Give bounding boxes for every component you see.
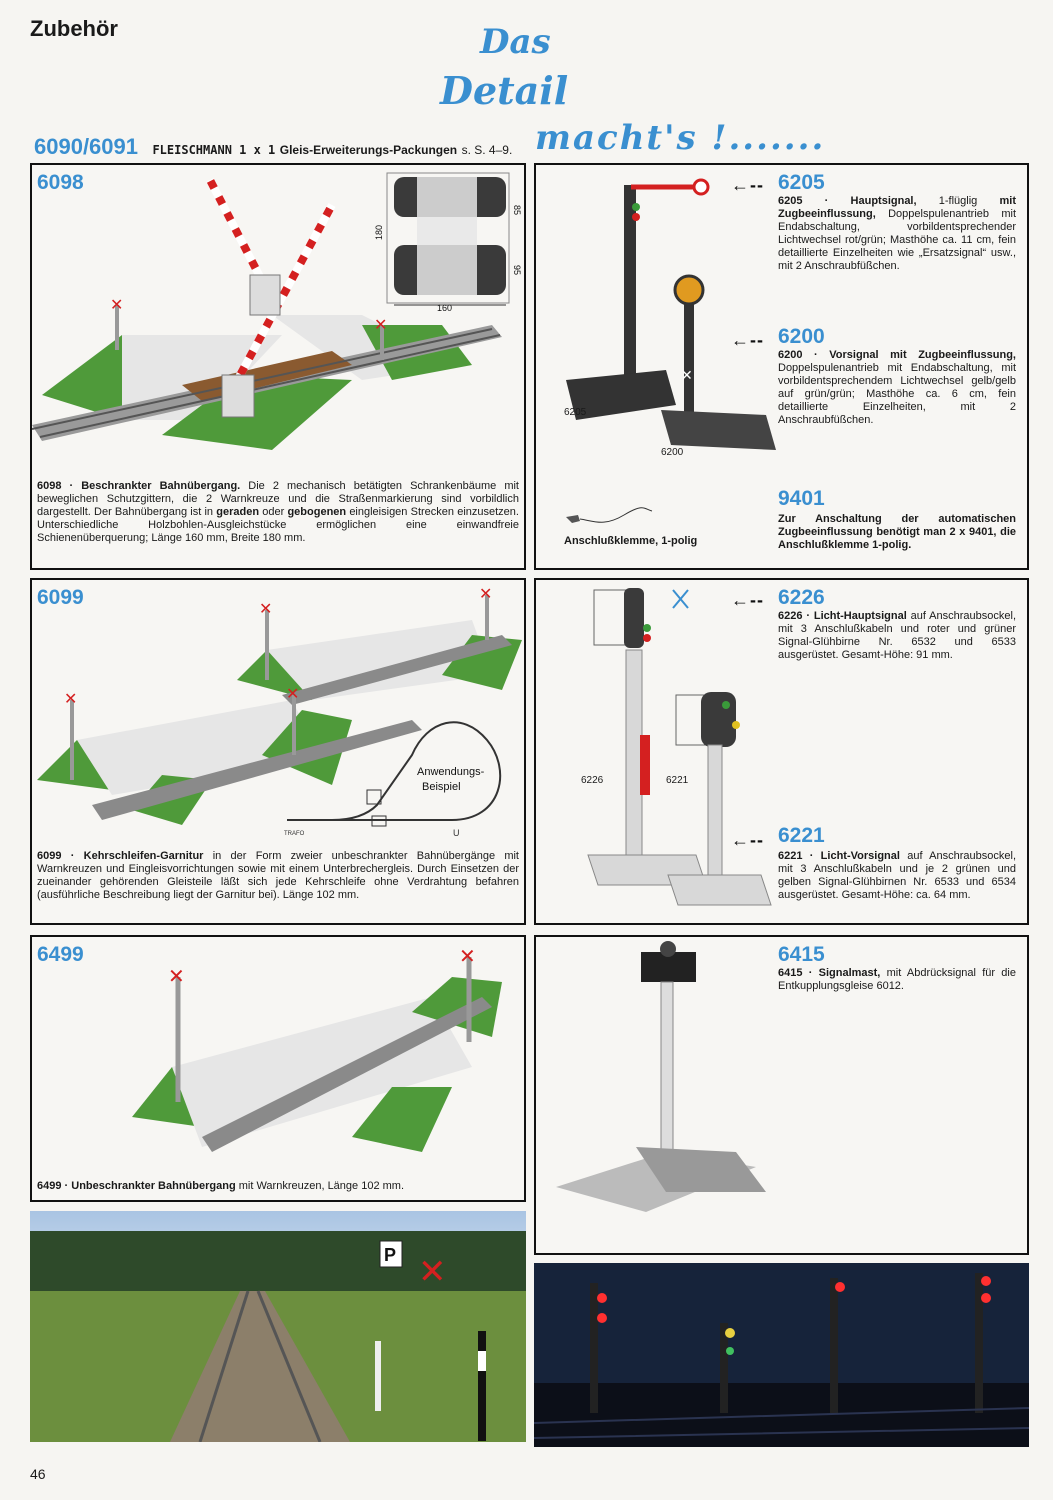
description-9401: Zur Anschaltung der automatischen Zugbee…: [778, 513, 1016, 551]
header-ref: s. S. 4–9.: [461, 143, 513, 157]
svg-text:✕: ✕: [459, 946, 476, 968]
product-box-6205: ✕ 6205 6200 ←-- 6205 6205 · Hauptsignal,…: [534, 163, 1029, 570]
svg-text:✕: ✕: [374, 317, 387, 334]
svg-text:✕: ✕: [418, 1253, 447, 1291]
photo-rural-crossing: P ✕: [30, 1211, 526, 1442]
product-box-6098: 6098 ✕ ✕ 160 180 85 95 6098 · Bes: [30, 163, 526, 570]
header-text: Gleis-Erweiterungs-Packungen: [279, 143, 458, 157]
desc-6098-bold: 6098 · Beschrankter Bahnübergang.: [37, 480, 241, 492]
desc-6226-bold: 6226 · Licht-Hauptsignal: [778, 610, 907, 622]
product-number-6499: 6499: [37, 943, 84, 966]
example-line-1: Anwendungs-: [417, 766, 485, 778]
description-6205: 6205 · Hauptsignal, 1-flüglig mit Zugbee…: [778, 195, 1016, 273]
desc-6205-t1: 1-flüglig: [916, 195, 1000, 207]
unguarded-crossing-illustration: ✕ ✕: [132, 946, 502, 1152]
product-number-6226: 6226: [778, 586, 825, 609]
slogan-line-2: Detail: [440, 68, 569, 113]
trafo-label: TRAFO: [284, 831, 305, 837]
product-box-6226: 6226 6221 ←-- 6226 6226 · Licht-Hauptsig…: [534, 578, 1029, 925]
dim-b: 95: [512, 265, 522, 275]
svg-text:✕: ✕: [168, 966, 185, 988]
desc-6415-bold: 6415 · Signalmast,: [778, 967, 881, 979]
description-6099: 6099 · Kehrschleifen-Garnitur in der For…: [37, 850, 519, 902]
signal-mast-illustration: [556, 941, 766, 1212]
product-box-6099: 6099 ✕ ✕ ✕ ✕ TRAFO U Anwendungs- Beispie…: [30, 578, 526, 925]
product-number-6415: 6415: [778, 943, 825, 966]
product-number-9401: 9401: [778, 487, 825, 510]
desc-6205-t2: Doppelspulenantrieb mit Endabschaltung, …: [778, 208, 1016, 272]
clamp-label: Anschlußklemme, 1-polig: [564, 535, 698, 547]
label-6205: 6205: [564, 407, 587, 418]
svg-text:✕: ✕: [259, 601, 272, 618]
desc-6200-bold: 6200 · Vorsignal mit Zugbeeinflussung,: [778, 349, 1016, 361]
arrow-6226: ←--: [731, 590, 764, 610]
description-6098: 6098 · Beschrankter Bahnübergang. Die 2 …: [37, 480, 519, 545]
desc-6205-bold: 6205 · Hauptsignal,: [778, 195, 917, 207]
label-6200: 6200: [661, 447, 684, 458]
dim-a: 85: [512, 205, 522, 215]
desc-6099-bold: 6099 · Kehrschleifen-Garnitur: [37, 850, 204, 862]
svg-text:✕: ✕: [681, 367, 693, 383]
desc-6099-text: in der Form zweier unbeschrankter Bahnüb…: [37, 850, 519, 901]
arrow-6205: ←--: [731, 175, 764, 195]
desc-6221-bold: 6221 · Licht-Vorsignal: [778, 850, 900, 862]
product-number-6205: 6205: [778, 171, 825, 194]
desc-6098-t2: oder: [259, 506, 288, 518]
reversing-loop-illustration: ✕ ✕ ✕ ✕ TRAFO U Anwendungs- Beispiel: [37, 586, 522, 838]
desc-6098-t1: Die 2 mechanisch betätigten Schrankenbäu…: [37, 480, 519, 518]
svg-text:✕: ✕: [286, 686, 299, 703]
header-row: 6090/6091 FLEISCHMANN 1 x 1 Gleis-Erweit…: [34, 134, 512, 160]
desc-6098-b1: geraden: [216, 506, 260, 518]
product-number-6098: 6098: [37, 171, 84, 194]
product-box-6499: 6499 ✕ ✕ 6499 · Unbeschrankter Bahnüberg…: [30, 935, 526, 1202]
product-number-6221: 6221: [778, 824, 825, 847]
desc-6221-text: auf Anschraubsockel, mit 3 Anschlußkabel…: [778, 850, 1016, 901]
description-6499: 6499 · Unbeschrankter Bahnübergang mit W…: [37, 1180, 519, 1193]
label-6221: 6221: [666, 775, 689, 786]
header-brand: FLEISCHMANN 1 x 1: [152, 143, 276, 157]
u-label: U: [453, 828, 460, 838]
dim-height: 180: [374, 225, 384, 240]
desc-6205-b1: mit Zugbeeinflussung,: [778, 195, 1016, 220]
desc-6200-text: Doppelspulenantrieb mit Endabschaltung, …: [778, 362, 1016, 426]
svg-text:✕: ✕: [110, 297, 123, 314]
svg-text:✕: ✕: [64, 691, 77, 708]
level-crossing-illustration: ✕ ✕ 160 180 85 95: [32, 172, 522, 450]
section-title: Zubehör: [30, 16, 118, 41]
photo-night-yard-art: [534, 1263, 1029, 1447]
description-6226: 6226 · Licht-Hauptsignal auf Anschraubso…: [778, 610, 1016, 662]
desc-6499-bold: 6499 · Unbeschrankter Bahnübergang: [37, 1180, 236, 1192]
svg-text:✕: ✕: [479, 586, 492, 603]
desc-6098-t3: eingleisigen Strecken einzusetzen. Unter…: [37, 506, 519, 544]
photo-sign-p: P: [384, 1245, 396, 1265]
slogan-line-3: macht's !.......: [535, 118, 826, 158]
header-number: 6090/6091: [34, 134, 138, 159]
description-6200: 6200 · Vorsignal mit Zugbeeinflussung, D…: [778, 349, 1016, 427]
label-6226: 6226: [581, 775, 604, 786]
clamp-illustration: [566, 507, 653, 523]
desc-6499-text: mit Warnkreuzen, Länge 102 mm.: [235, 1180, 405, 1192]
arrow-6221: ←--: [731, 830, 764, 850]
photo-rural-crossing-art: P ✕: [30, 1211, 526, 1442]
semaphore-signals-illustration: ✕: [566, 178, 776, 450]
light-signals-illustration: [587, 588, 772, 906]
product-number-6099: 6099: [37, 586, 84, 609]
desc-6415-text: mit Abdrücksignal für die Entkupplungsgl…: [778, 967, 1016, 992]
photo-night-yard: [534, 1263, 1029, 1447]
page-number: 46: [30, 1466, 46, 1482]
description-6415: 6415 · Signalmast, mit Abdrücksignal für…: [778, 967, 1016, 993]
desc-6226-text: auf Anschraubsockel, mit 3 Anschlußkabel…: [778, 610, 1017, 661]
product-box-6415: 6415 6415 · Signalmast, mit Abdrücksigna…: [534, 935, 1029, 1255]
arrow-6200: ←--: [731, 330, 764, 350]
product-number-6200: 6200: [778, 325, 825, 348]
slogan-line-1: Das: [480, 22, 551, 62]
desc-6098-b2: gebogenen: [287, 506, 347, 518]
example-line-2: Beispiel: [422, 781, 461, 793]
dim-width: 160: [437, 303, 452, 313]
description-6221: 6221 · Licht-Vorsignal auf Anschraubsock…: [778, 850, 1016, 902]
